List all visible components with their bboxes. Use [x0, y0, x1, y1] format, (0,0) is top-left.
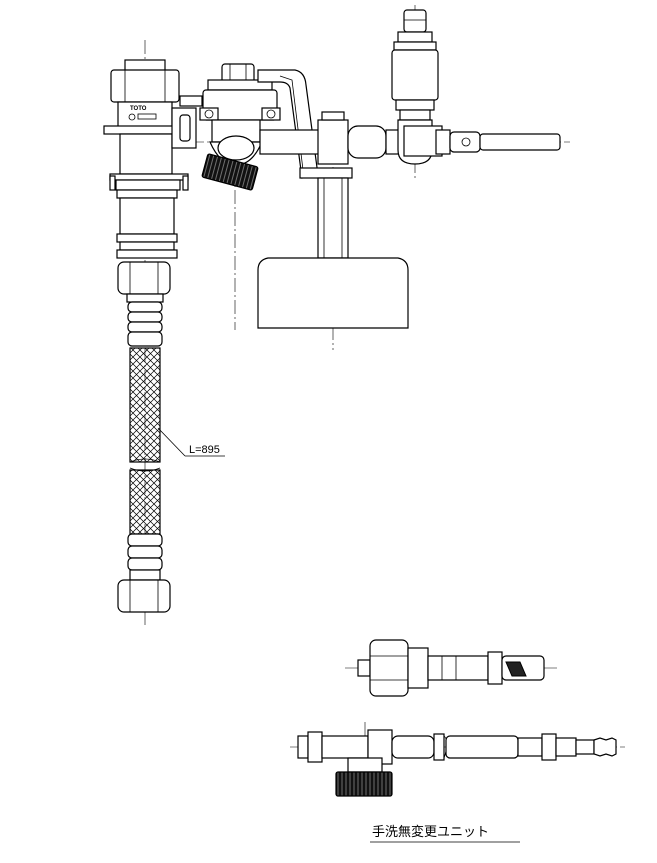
float-bracket — [299, 167, 353, 259]
braided-hose-upper — [129, 347, 161, 463]
valve-lower-body — [116, 189, 178, 259]
valve-side-port — [171, 95, 203, 149]
hose-length-callout: L=895 — [157, 427, 225, 457]
upper-hex-nut — [117, 261, 171, 303]
float-box — [257, 257, 409, 329]
unit-knurled-nut — [335, 771, 393, 797]
braided-hose-lower — [129, 469, 161, 535]
hose-fitting-upper — [127, 301, 163, 347]
valve-marking: TOTO — [130, 106, 147, 112]
valve-flange — [109, 173, 189, 191]
inlet-connector — [391, 9, 561, 165]
lower-hex-nut — [117, 579, 171, 613]
unit-lower-part — [290, 722, 625, 797]
break-line-top — [129, 458, 161, 463]
handwash-unit-assembly: 手洗無変更ユニット — [290, 639, 625, 843]
angled-knurled-nut — [201, 153, 259, 191]
horizontal-pipe — [259, 111, 405, 165]
hose-length-label: L=895 — [189, 444, 220, 456]
valve-head-body — [199, 63, 281, 166]
unit-caption: 手洗無変更ユニット — [372, 824, 489, 840]
main-assembly: TOTO — [103, 5, 570, 625]
valve-top-cap: TOTO — [103, 59, 195, 175]
hose-fitting-lower — [127, 533, 163, 581]
unit-upper-part — [345, 639, 560, 697]
